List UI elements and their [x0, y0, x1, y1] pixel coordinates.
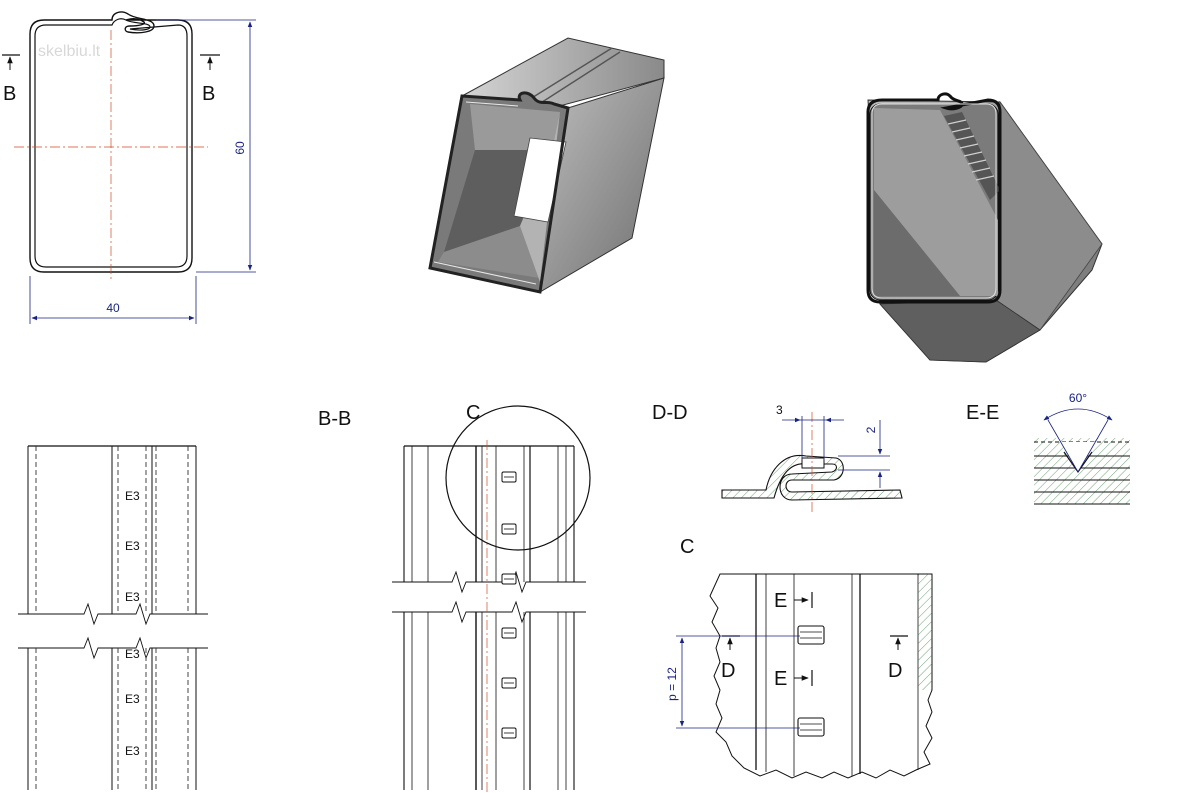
section-dd-title: D-D: [652, 402, 688, 424]
dimension-dd-width: 3: [776, 403, 783, 417]
section-ee-title: E-E: [966, 402, 999, 424]
detail-c: C E E: [665, 536, 933, 779]
slot-label: E3: [125, 539, 140, 553]
side-view-lines: [35, 446, 189, 790]
watermark: skelbiu.lt: [38, 43, 101, 60]
slot-label: E3: [125, 744, 140, 758]
detail-c-pitch-label: p = 12: [665, 667, 679, 701]
section-bb: B-B: [318, 402, 591, 792]
section-bb-slots: [501, 471, 517, 739]
detail-c-lines: [755, 574, 932, 776]
section-bb-lines: [411, 440, 567, 792]
side-view: E3 E3 E3 E3 E3 E3: [18, 445, 208, 790]
front-view: skelbiu.lt B B 60 40: [2, 11, 256, 324]
detail-c-mark-d-left: D: [721, 660, 735, 682]
detail-c-mark-e-lower: E: [774, 668, 787, 690]
detail-mark-label: C: [466, 402, 480, 424]
dimension-height-value: 60: [233, 141, 247, 155]
slot-strip-3d: [944, 112, 1000, 200]
dimension-height: 60: [156, 19, 256, 273]
slot-label: E3: [125, 489, 140, 503]
profile-outline-outer: [29, 11, 193, 273]
section-bb-title: B-B: [318, 408, 351, 430]
slot-label: E3: [125, 647, 140, 661]
isometric-view-1: [428, 37, 665, 294]
detail-c-e-marks: E E: [774, 590, 813, 690]
slot-label: E3: [125, 590, 140, 604]
detail-circle-c: [445, 405, 591, 551]
section-mark-right-label: B: [202, 83, 215, 105]
section-mark-left-label: B: [3, 83, 16, 105]
detail-c-title: C: [680, 536, 694, 558]
detail-c-slots: [797, 625, 825, 737]
profile-outline-inner: [34, 18, 188, 268]
detail-c-pitch-dimension: p = 12: [665, 635, 800, 729]
detail-c-mark-e-upper: E: [774, 590, 787, 612]
slot-label: E3: [125, 692, 140, 706]
section-ee: E-E 60°: [966, 391, 1130, 505]
detail-c-mark-d-right: D: [888, 660, 902, 682]
dimension-ee-angle: 60°: [1069, 391, 1087, 405]
dimension-width: 40: [29, 276, 197, 324]
dimension-width-value: 40: [106, 301, 120, 315]
section-mark-right: B: [200, 54, 220, 105]
side-view-slots: E3 E3 E3 E3 E3 E3: [125, 489, 140, 758]
dimension-dd-height: 2: [864, 426, 878, 433]
section-mark-left: B: [2, 54, 20, 105]
isometric-view-2: [866, 92, 1103, 363]
section-dd: D-D 3 2: [652, 402, 903, 512]
